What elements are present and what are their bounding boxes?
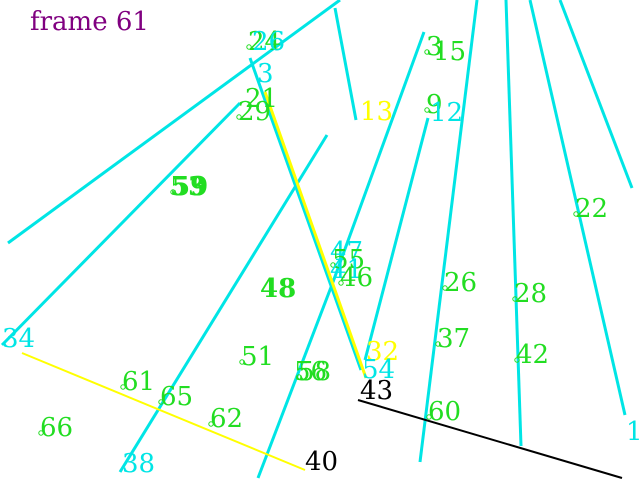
point-label: 40 bbox=[305, 447, 338, 477]
point-marker bbox=[236, 114, 242, 120]
point-label: 3 bbox=[257, 59, 274, 89]
point-label: 1 bbox=[626, 417, 640, 447]
segment-cyan bbox=[418, 0, 479, 463]
point-label: 61 bbox=[122, 367, 155, 397]
point-label: 22 bbox=[575, 194, 608, 224]
point-marker bbox=[38, 430, 44, 436]
point-label: 24 bbox=[248, 27, 281, 57]
point-marker bbox=[426, 414, 432, 420]
point-label: 53 bbox=[170, 172, 206, 202]
point-label: 47 bbox=[330, 237, 363, 267]
frame-label: frame 61 bbox=[30, 7, 149, 37]
segment-cyan bbox=[0, 101, 242, 347]
segment-yellow bbox=[333, 7, 358, 121]
point-label: 59 bbox=[172, 172, 208, 202]
point-label: 34 bbox=[2, 324, 35, 354]
point-label: 58 bbox=[298, 357, 331, 387]
point-label: 3 bbox=[426, 32, 443, 62]
segment-cyan bbox=[504, 0, 523, 447]
point-label: 9 bbox=[426, 90, 443, 120]
point-marker bbox=[330, 262, 336, 268]
point-label: 21 bbox=[245, 84, 278, 114]
point-label: 28 bbox=[514, 279, 547, 309]
point-marker bbox=[514, 357, 520, 363]
segment-cyan bbox=[7, 0, 341, 245]
point-label: 43 bbox=[360, 376, 393, 406]
segment-yellow bbox=[248, 57, 363, 371]
point-label: 66 bbox=[40, 413, 73, 443]
point-marker bbox=[296, 374, 302, 380]
segment-cyan bbox=[256, 281, 335, 479]
point-marker bbox=[435, 341, 441, 347]
point-label: 48 bbox=[260, 274, 296, 304]
point-label: 37 bbox=[437, 324, 470, 354]
point-label: 46 bbox=[340, 263, 373, 293]
point-marker bbox=[208, 421, 214, 427]
segment-cyan bbox=[558, 0, 634, 189]
point-marker bbox=[246, 44, 252, 50]
point-marker bbox=[512, 296, 518, 302]
segment-cyan bbox=[363, 117, 430, 361]
point-label: 60 bbox=[428, 397, 461, 427]
segment-yellow bbox=[263, 91, 368, 379]
point-label: 55 bbox=[332, 245, 365, 275]
segment-cyan bbox=[528, 0, 627, 416]
point-label: 26 bbox=[252, 27, 285, 57]
point-marker bbox=[573, 211, 579, 217]
point-label: 56 bbox=[294, 357, 327, 387]
point-marker bbox=[158, 399, 164, 405]
point-marker bbox=[120, 384, 126, 390]
point-marker bbox=[424, 49, 430, 55]
point-label: 51 bbox=[241, 342, 274, 372]
point-label: 12 bbox=[430, 98, 463, 128]
point-label: 42 bbox=[516, 340, 549, 370]
point-marker bbox=[239, 359, 245, 365]
point-label: 15 bbox=[433, 37, 466, 67]
point-label: 65 bbox=[160, 382, 193, 412]
point-marker bbox=[338, 280, 344, 286]
point-label: 41 bbox=[330, 255, 363, 285]
segment-cyan bbox=[118, 134, 329, 473]
point-label: 32 bbox=[366, 337, 399, 367]
point-marker bbox=[170, 189, 176, 195]
segment-black bbox=[21, 352, 306, 471]
point-label: 62 bbox=[210, 404, 243, 434]
point-marker bbox=[442, 285, 448, 291]
point-label: 38 bbox=[122, 449, 155, 479]
segment-cyan bbox=[331, 31, 426, 283]
point-label: 13 bbox=[360, 97, 393, 127]
point-label: 29 bbox=[238, 97, 271, 127]
point-label: 26 bbox=[444, 268, 477, 298]
point-label: 54 bbox=[362, 355, 395, 385]
segment-black bbox=[357, 399, 623, 479]
point-marker bbox=[424, 107, 430, 113]
